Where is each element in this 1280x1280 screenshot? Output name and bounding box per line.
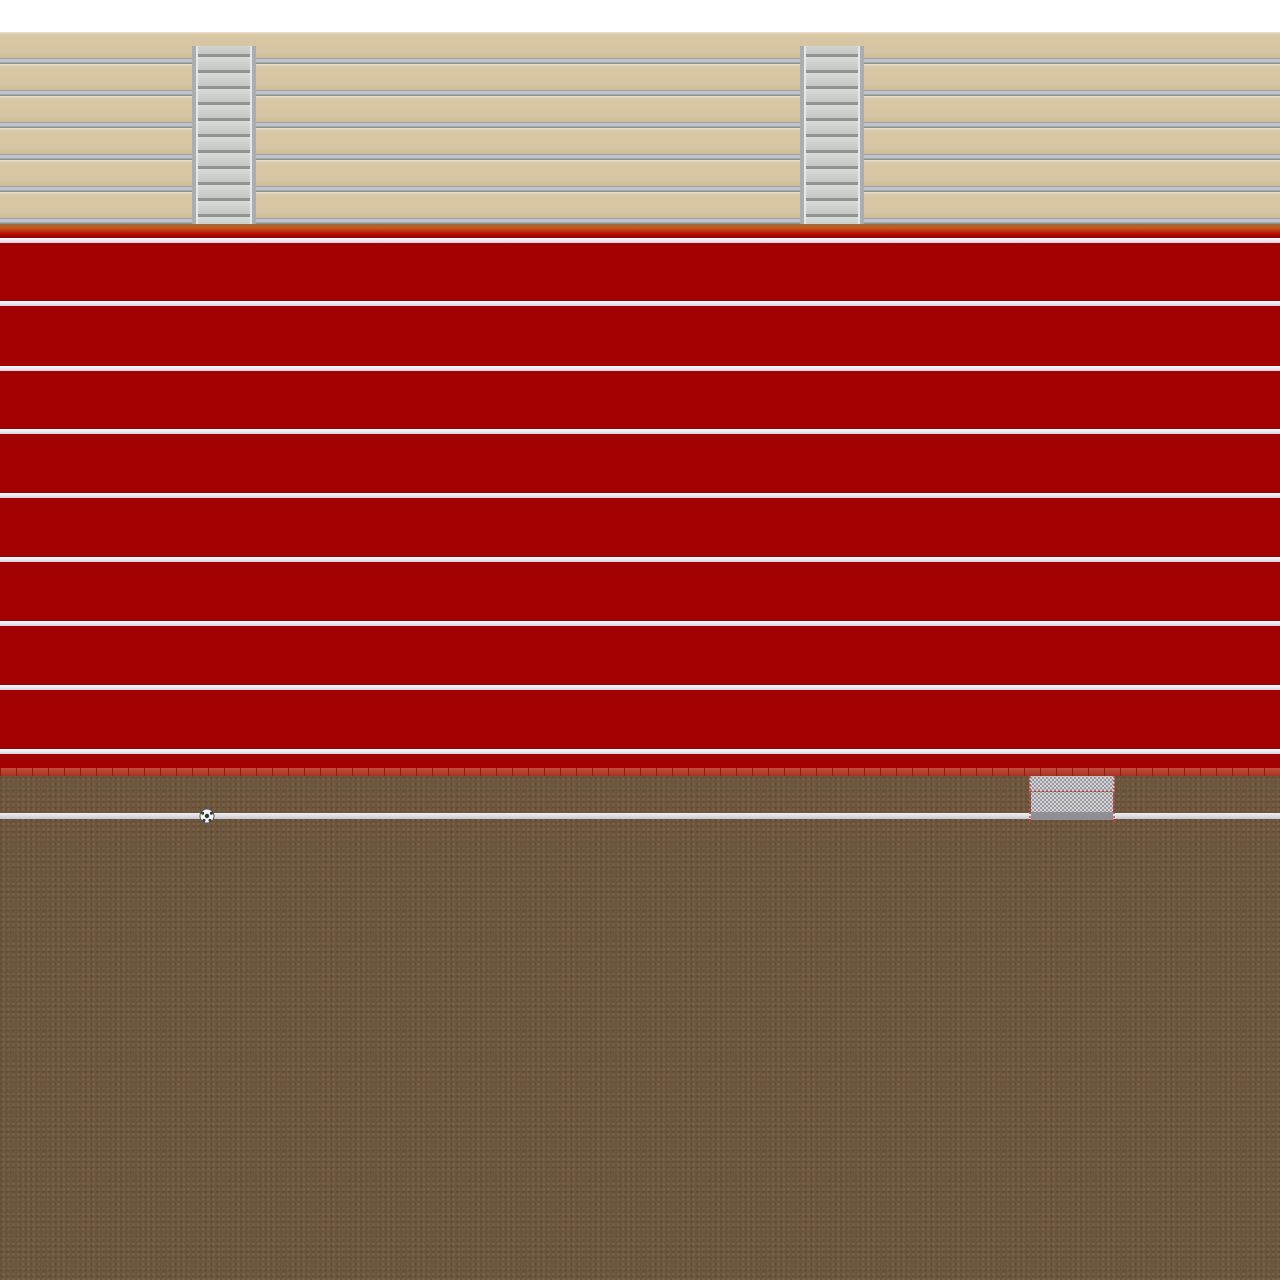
lane-line [0,749,1280,754]
lane-line [0,238,1280,243]
lane-line [0,557,1280,562]
lane-line [0,366,1280,371]
lane-line [0,301,1280,306]
lane-line [0,429,1280,434]
goal-net-icon[interactable] [1029,776,1115,822]
brick-border [0,768,1280,776]
dirt-field [0,776,1280,1280]
running-track [0,236,1280,768]
soccer-ball-icon[interactable] [199,808,215,824]
top-margin [0,0,1280,32]
bleacher-stairs-left [192,46,256,224]
track-curb [0,224,1280,236]
lane-line [0,621,1280,626]
bleachers [0,32,1280,224]
bleacher-stairs-right [800,46,864,224]
lane-line [0,685,1280,690]
lane-line [0,493,1280,498]
field-boundary-line [0,813,1280,819]
